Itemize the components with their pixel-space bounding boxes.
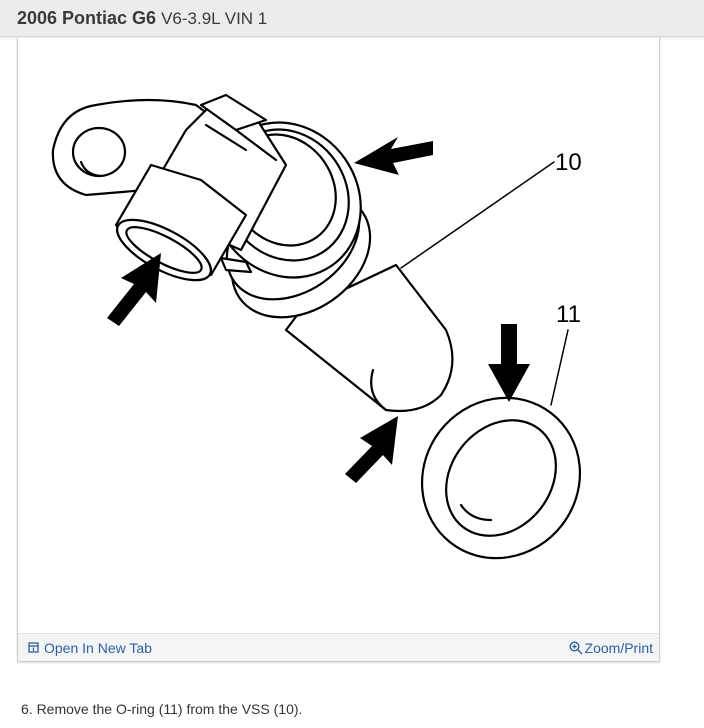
o-ring [420,396,582,560]
open-in-new-tab-label: Open In New Tab [44,639,152,656]
connector-housing [114,93,288,282]
zoom-in-icon [569,640,583,655]
zoom-print-link[interactable]: Zoom/Print [569,640,653,656]
leader-line-11 [550,329,569,406]
vss-illustration: 10 11 [51,93,582,560]
vehicle-title: 2006 Pontiac G6 V6-3.9L VIN 1 [17,8,267,29]
step-instruction: 6. Remove the O-ring (11) from the VSS (… [21,701,303,717]
zoom-print-label: Zoom/Print [584,639,653,656]
arrow-left [107,253,161,326]
vehicle-model: 2006 Pontiac G6 [17,7,157,28]
page-header: 2006 Pontiac G6 V6-3.9L VIN 1 [0,0,704,37]
figure-footer: Open In New Tab Zoom/Print [18,633,659,661]
open-in-new-tab-link[interactable]: Open In New Tab [28,640,152,656]
callout-10: 10 [555,149,582,176]
arrow-down [488,324,530,402]
arrow-top-right [354,137,433,175]
mounting-flange [51,98,218,197]
callout-11: 11 [556,301,581,328]
open-tab-icon [28,642,39,653]
leader-line-10 [400,161,555,269]
figure-panel: 10 11 Open In New Tab [17,38,660,662]
vehicle-engine: V6-3.9L VIN 1 [161,8,268,28]
arrow-bottom [345,416,398,483]
